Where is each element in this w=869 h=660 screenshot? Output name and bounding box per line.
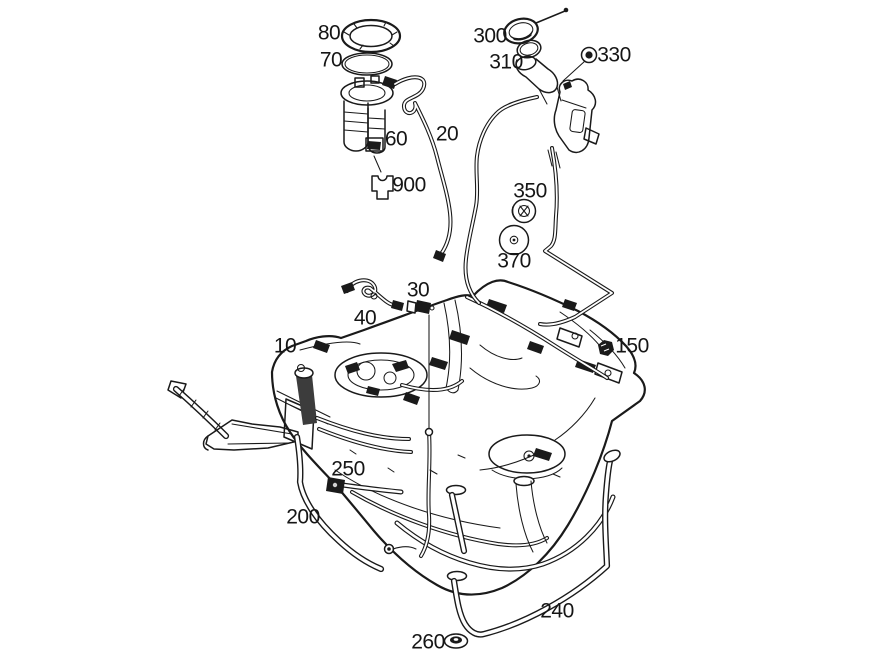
part-label-70[interactable]: 70: [319, 48, 343, 72]
part-label-330[interactable]: 330: [597, 43, 631, 67]
fuel-pump-module: [340, 18, 453, 262]
valve-30: [406, 300, 435, 437]
part-label-10[interactable]: 10: [273, 334, 297, 358]
leader-900: [373, 155, 382, 173]
disc-370: [498, 224, 530, 256]
seal-ring-70: [341, 52, 393, 76]
part-label-250[interactable]: 250: [331, 457, 365, 481]
washer-260: [443, 633, 469, 649]
filler-neck-group: [463, 7, 614, 327]
tension-strap-240: [445, 449, 621, 635]
connector-symbol-900: [371, 175, 394, 200]
part-label-310[interactable]: 310: [489, 50, 523, 74]
nut-150: [598, 340, 614, 356]
fuel-pump-60: [340, 75, 397, 154]
fuel-cap-300: [503, 17, 539, 45]
part-label-40[interactable]: 40: [353, 306, 377, 330]
strap-250: [326, 477, 401, 494]
part-label-200[interactable]: 200: [286, 505, 320, 529]
part-label-240[interactable]: 240: [540, 599, 574, 623]
part-label-300[interactable]: 300: [473, 24, 507, 48]
cap-tether-pin: [535, 10, 566, 24]
fuel-tank-body: [270, 279, 646, 596]
wiring-harness-40: [341, 278, 404, 311]
part-label-260[interactable]: 260: [411, 630, 445, 654]
locking-ring-80: [340, 18, 402, 54]
part-label-900[interactable]: 900: [392, 173, 426, 197]
part-label-30[interactable]: 30: [406, 278, 430, 302]
screw-350: [511, 198, 537, 224]
tension-strap-200: [167, 380, 381, 569]
grommet-330: [562, 46, 598, 82]
part-label-80[interactable]: 80: [317, 21, 341, 45]
part-label-370[interactable]: 370: [497, 249, 531, 273]
part-label-150[interactable]: 150: [615, 334, 649, 358]
filler-neck: [515, 55, 600, 169]
part-label-60[interactable]: 60: [384, 127, 408, 151]
part-label-20[interactable]: 20: [435, 122, 459, 146]
vent-line-20: [393, 75, 453, 262]
part-label-350[interactable]: 350: [513, 179, 547, 203]
